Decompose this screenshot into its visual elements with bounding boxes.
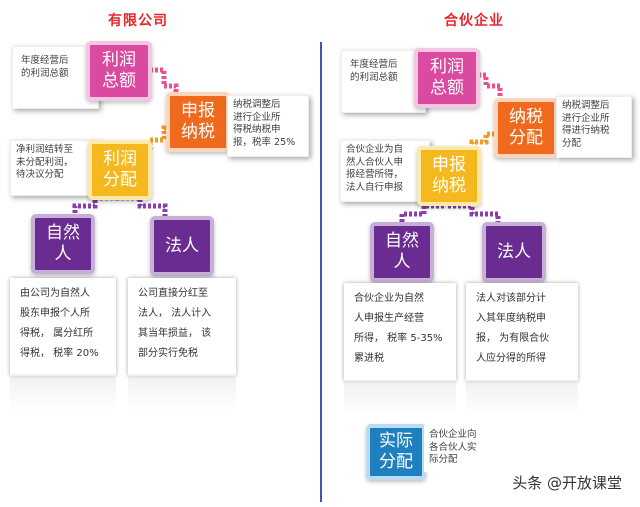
left-box-natural-person-reflection xyxy=(10,374,116,412)
left-node-legal-person-label: 法人 xyxy=(165,235,199,256)
right-callout-profit-total: 年度经营后 的利润总额 xyxy=(341,50,426,113)
right-box-natural-person: 合伙企业为自然 人申报生产经营 所得， 税率 5-35% 累进税 xyxy=(344,283,456,381)
right-node-tax-distribution: 纳税 分配 xyxy=(494,98,558,158)
right-box-legal-person: 法人对该部分计 入其年度纳税申 报， 为有限合伙 人应分得的所得 xyxy=(466,283,578,381)
left-title: 有限公司 xyxy=(108,13,168,29)
left-callout-profit-distribution: 净利润结转至 未分配利润， 待决议分配 xyxy=(10,140,102,196)
left-box-natural-person: 由公司为自然人 股东申报个人所 得税， 属分红所 得税， 税率 20% xyxy=(10,278,116,376)
right-node-profit-total: 利润 总额 xyxy=(414,48,480,108)
right-node-natural-person: 自然 人 xyxy=(370,222,434,282)
footer-watermark: 头条 @开放课堂 xyxy=(512,474,622,492)
left-node-profit-total: 利润 总额 xyxy=(86,41,152,101)
right-title: 合伙企业 xyxy=(444,13,504,29)
left-node-profit-total-label: 利润 总额 xyxy=(102,50,136,91)
right-node-tax-distribution-label: 纳税 分配 xyxy=(509,107,543,148)
left-node-natural-person: 自然 人 xyxy=(31,214,95,274)
left-callout-declare-tax: 纳税调整后 进行企业所 得税纳税申 报，税率 25% xyxy=(227,95,309,157)
center-divider xyxy=(320,42,322,502)
right-box-natural-person-reflection xyxy=(344,380,456,418)
right-box-legal-person-reflection xyxy=(466,380,578,418)
left-box-legal-person-reflection xyxy=(128,374,236,412)
right-node-legal-person: 法人 xyxy=(482,222,546,282)
left-node-profit-distribution: 利润 分配 xyxy=(88,140,152,200)
right-callout-tax-distribution: 纳税调整后 进行企业所 得进行纳税 分配 xyxy=(556,96,632,158)
left-node-legal-person: 法人 xyxy=(150,216,214,276)
left-node-declare-tax: 申报 纳税 xyxy=(166,92,230,152)
right-node-declare-tax: 申报 纳税 xyxy=(417,146,481,206)
right-callout-declare-tax: 合伙企业为自 然人合伙人申 报经营所得， 法人自行申报 xyxy=(340,140,430,202)
right-node-declare-tax-label: 申报 纳税 xyxy=(432,155,466,196)
left-callout-profit-total: 年度经营后 的利润总额 xyxy=(12,46,99,109)
right-node-actual-distribution: 实际 分配 xyxy=(366,424,426,480)
left-node-natural-person-label: 自然 人 xyxy=(46,223,80,264)
right-node-natural-person-label: 自然 人 xyxy=(385,231,419,272)
right-node-actual-distribution-label: 实际 分配 xyxy=(379,431,413,472)
left-box-legal-person: 公司直接分红至 法人， 法人计入 其当年损益， 该 部分实行免税 xyxy=(128,278,236,376)
right-node-legal-person-label: 法人 xyxy=(497,241,531,262)
left-node-profit-distribution-label: 利润 分配 xyxy=(103,149,137,190)
left-node-declare-tax-label: 申报 纳税 xyxy=(181,101,215,142)
right-node-profit-total-label: 利润 总额 xyxy=(430,57,464,98)
right-callout-actual-distribution: 合伙企业向 各合伙人实 际分配 xyxy=(424,426,496,472)
